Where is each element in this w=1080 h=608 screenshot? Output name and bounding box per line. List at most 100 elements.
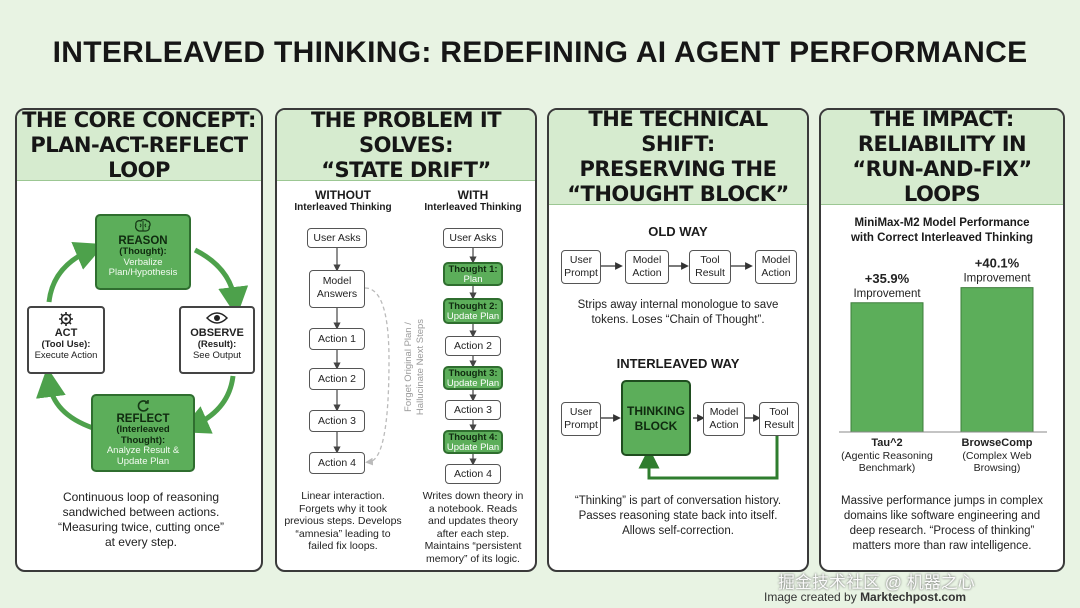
category-label: Tau^2: [871, 437, 902, 449]
category-sub-label: Benchmark): [859, 462, 916, 474]
gear-icon: [29, 311, 103, 327]
with-sub: Interleaved Thinking: [424, 202, 522, 213]
bar-value-label: +35.9%: [865, 271, 910, 286]
with-step-thought: Thought 1: Plan: [443, 262, 503, 286]
caption-line: after each step.: [436, 527, 510, 540]
reflect-desc: Update Plan: [116, 455, 170, 467]
with-step-thought: Thought 4: Update Plan: [443, 430, 503, 454]
caption-line: at every step.: [104, 535, 178, 549]
caption-line: domains like software engineering and: [843, 510, 1041, 522]
without-sub: Interleaved Thinking: [294, 202, 392, 213]
without-step: Model Answers: [309, 270, 365, 308]
reason-desc: Verbalize: [123, 256, 163, 268]
caption-line: sandwiched between actions.: [62, 505, 220, 519]
caption-line: Allows self-correction.: [622, 525, 734, 537]
panel-heading-line: RELIABILITY IN: [857, 132, 1027, 156]
thinking-block: THINKING BLOCK: [621, 380, 691, 456]
panel-heading-line: PRESERVING THE: [579, 157, 777, 181]
drift-label: Forget Original Plan / Hallucinate Next …: [403, 292, 429, 442]
panel-header: THE PROBLEM IT SOLVES: “STATE DRIFT”: [277, 108, 535, 182]
panel-header: THE CORE CONCEPT: PLAN-ACT-REFLECT LOOP: [17, 110, 261, 182]
old-way-caption: Strips away internal monologue to save t…: [549, 298, 807, 328]
caption-line: Forgets why it took: [298, 502, 388, 515]
thought-sub: Update Plan: [446, 442, 500, 453]
with-step: Action 4: [445, 464, 501, 484]
thought-title: Thought 4:: [448, 432, 498, 443]
thinking-block-line: BLOCK: [634, 419, 678, 433]
caption-line: Massive performance jumps in complex: [841, 495, 1043, 507]
impact-caption: Massive performance jumps in complex dom…: [821, 494, 1063, 554]
observe-sub: (Result):: [197, 339, 237, 350]
reason-node: REASON (Thought): Verbalize Plan/Hypothe…: [95, 214, 191, 290]
bar-value-sub: Improvement: [963, 273, 1031, 285]
page-title: INTERLEAVED THINKING: REDEFINING AI AGEN…: [52, 36, 1028, 69]
old-flow-box: Tool Result: [689, 250, 731, 284]
reason-sub: (Thought):: [119, 246, 167, 257]
panel-heading-line: “THOUGHT BLOCK”: [567, 182, 789, 206]
without-step: Action 3: [309, 410, 365, 432]
panel-heading-line: THE TECHNICAL SHIFT:: [588, 108, 768, 156]
with-step: Action 2: [445, 336, 501, 356]
old-way-label: OLD WAY: [648, 224, 708, 239]
drift-label-line: Forget Original Plan /: [403, 322, 414, 412]
reason-desc: Plan/Hypothesis: [108, 267, 178, 278]
caption-line: memory” of its logic.: [426, 552, 520, 565]
panel-heading-line: THE IMPACT:: [870, 108, 1014, 131]
brain-icon: [134, 218, 151, 233]
old-flow-box: User Prompt: [561, 250, 601, 284]
panel-heading-line: “RUN-AND-FIX” LOOPS: [852, 157, 1032, 206]
act-desc: Execute Action: [34, 350, 98, 361]
caption-line: Strips away internal monologue to save: [577, 299, 779, 311]
without-step: Action 2: [309, 368, 365, 390]
panel-heading-line: “STATE DRIFT”: [321, 157, 491, 182]
caption-line: “Thinking” is part of conversation histo…: [574, 495, 782, 507]
thought-title: Thought 3:: [448, 368, 498, 379]
reflect-title: REFLECT: [116, 413, 170, 425]
chart-title: MiniMax-M2 Model Performance with Correc…: [821, 216, 1063, 246]
observe-node: OBSERVE (Result): See Output: [179, 306, 255, 374]
panel-core-concept: THE CORE CONCEPT: PLAN-ACT-REFLECT LOOP …: [15, 108, 263, 572]
new-flow-box: Tool Result: [759, 402, 799, 436]
reflect-sub: (Interleaved Thought):: [116, 424, 170, 446]
flow-arrows: [333, 248, 477, 466]
caption-line: previous steps. Develops: [284, 515, 402, 527]
watermark: 掘金技术社区 @ 机器之心: [778, 573, 975, 592]
panel-heading-line: PLAN-ACT-REFLECT LOOP: [30, 132, 248, 182]
bar-value-sub: Improvement: [853, 288, 921, 300]
chart-title-line: with Correct Interleaved Thinking: [850, 232, 1034, 244]
caption-line: tokens. Loses “Chain of Thought”.: [591, 314, 765, 326]
panel-header: THE IMPACT: RELIABILITY IN “RUN-AND-FIX”…: [821, 108, 1063, 206]
without-step: Action 4: [309, 452, 365, 474]
panel-problem: THE PROBLEM IT SOLVES: “STATE DRIFT” WIT…: [275, 108, 537, 572]
caption-line: a notebook. Reads: [428, 502, 518, 515]
reflect-node: REFLECT (Interleaved Thought): Analyze R…: [91, 394, 195, 472]
thought-sub: Update Plan: [446, 311, 500, 322]
without-step: User Asks: [307, 228, 367, 248]
category-sub-label: (Agentic Reasoning: [841, 450, 933, 462]
caption-line: “Measuring twice, cutting once”: [57, 520, 225, 534]
without-step: Action 1: [309, 328, 365, 350]
new-flow-box: Model Action: [703, 402, 745, 436]
with-step-thought: Thought 2: Update Plan: [443, 298, 503, 324]
bar-tau2: [850, 302, 924, 433]
panel-header: THE TECHNICAL SHIFT: PRESERVING THE “THO…: [549, 108, 807, 206]
with-caption: Writes down theory in a notebook. Reads …: [411, 490, 535, 565]
caption-line: “amnesia” leading to: [295, 527, 391, 540]
shift-arrows: [601, 262, 779, 480]
old-flow-box: Model Action: [755, 250, 797, 284]
thought-title: Thought 1:: [448, 264, 498, 275]
thought-title: Thought 2:: [448, 301, 498, 312]
act-title: ACT: [54, 327, 78, 339]
with-step: Action 3: [445, 400, 501, 420]
panel-heading-line: THE PROBLEM IT SOLVES:: [310, 108, 502, 157]
old-flow-box: Model Action: [625, 250, 669, 284]
caption-line: and updates theory: [428, 515, 518, 527]
reason-title: REASON: [118, 235, 168, 247]
thought-sub: Plan: [463, 274, 483, 285]
new-flow-box: User Prompt: [561, 402, 601, 436]
reflect-desc: Analyze Result &: [106, 445, 180, 456]
act-sub: (Tool Use):: [41, 339, 91, 350]
with-title: WITH: [457, 188, 489, 202]
thought-sub: Update Plan: [446, 378, 500, 389]
interleaved-way-label: INTERLEAVED WAY: [616, 356, 740, 371]
